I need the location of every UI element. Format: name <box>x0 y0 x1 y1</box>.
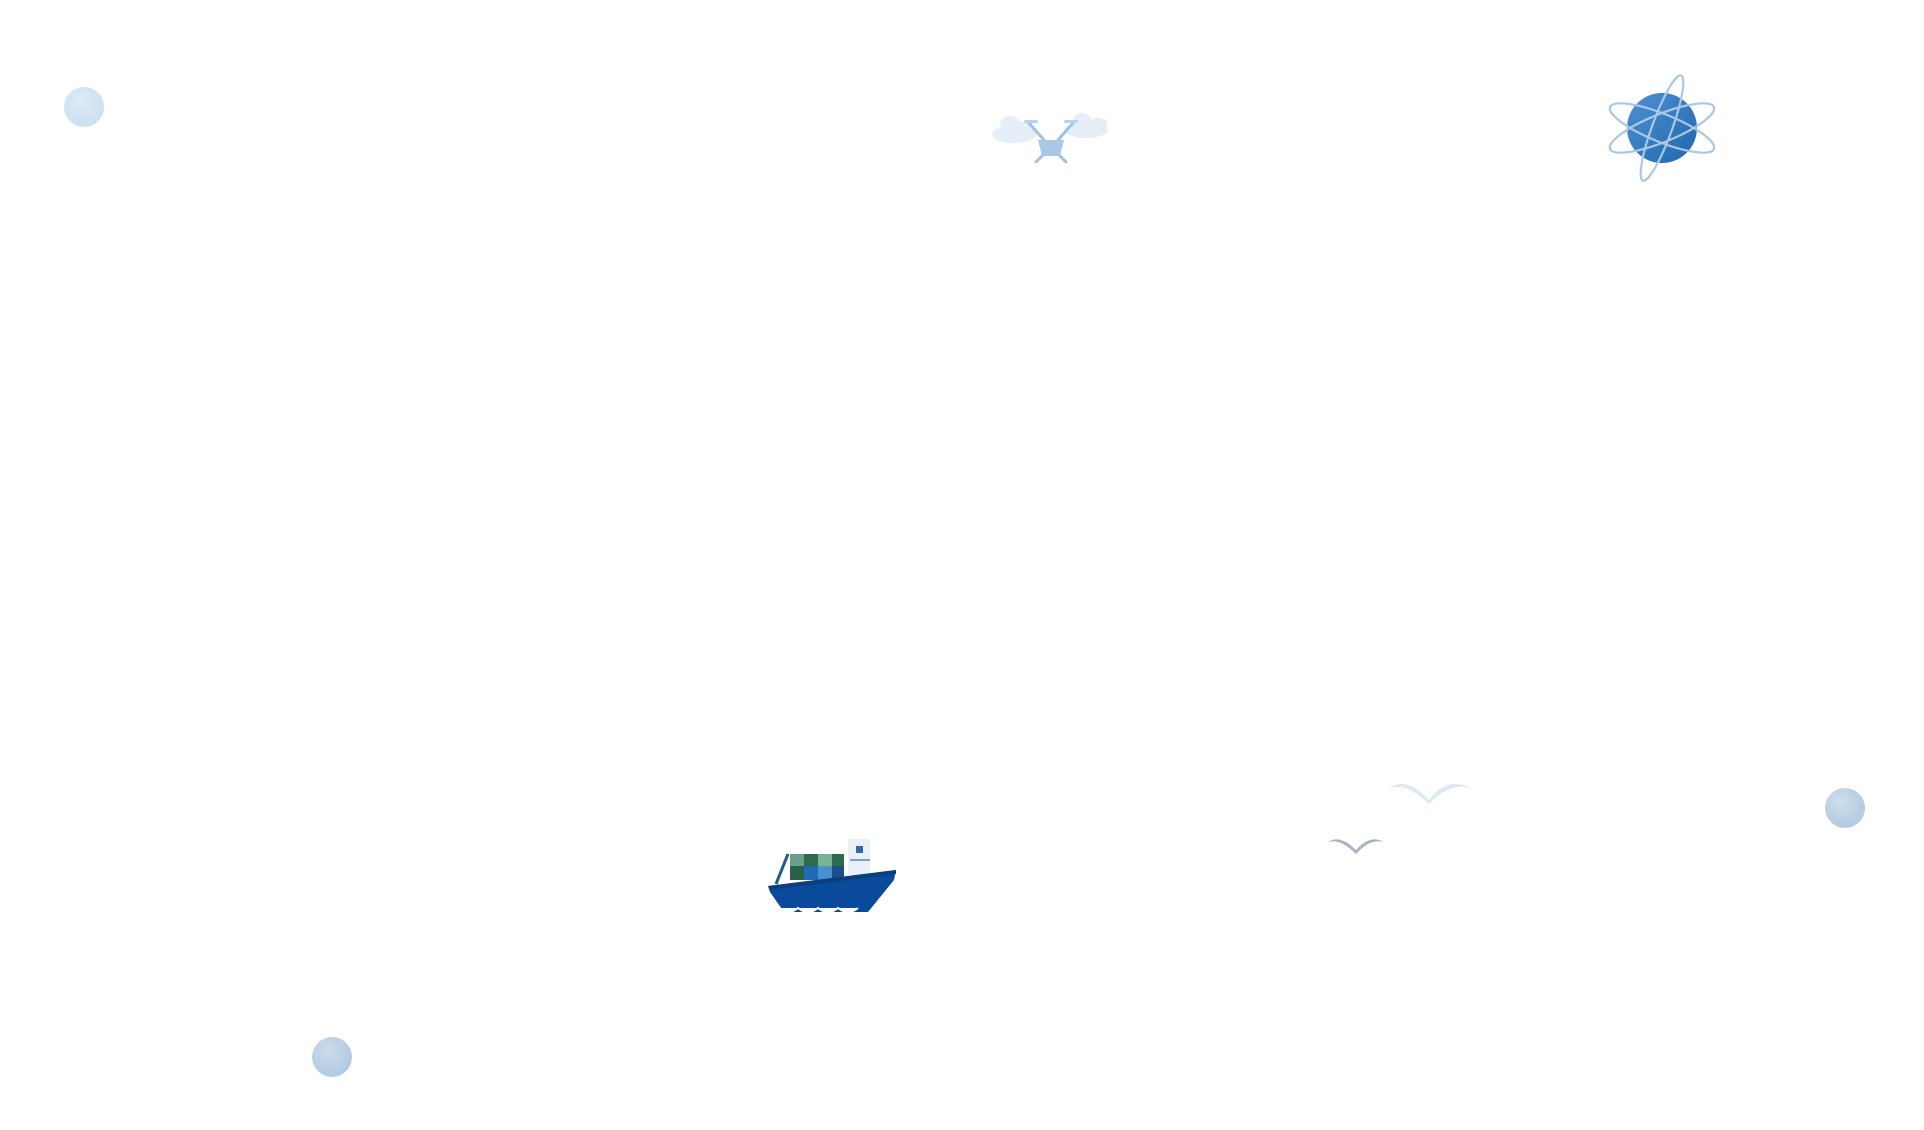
drone-icon <box>992 113 1108 164</box>
seagull-icon <box>1328 839 1384 854</box>
seagull-icon <box>1389 784 1471 804</box>
bubble-decoration <box>1825 788 1865 828</box>
cargo-ship-icon <box>768 839 896 913</box>
bubble-decoration <box>64 87 104 127</box>
bubble-decoration <box>312 1037 352 1077</box>
planet-orbit-icon <box>1608 74 1716 182</box>
